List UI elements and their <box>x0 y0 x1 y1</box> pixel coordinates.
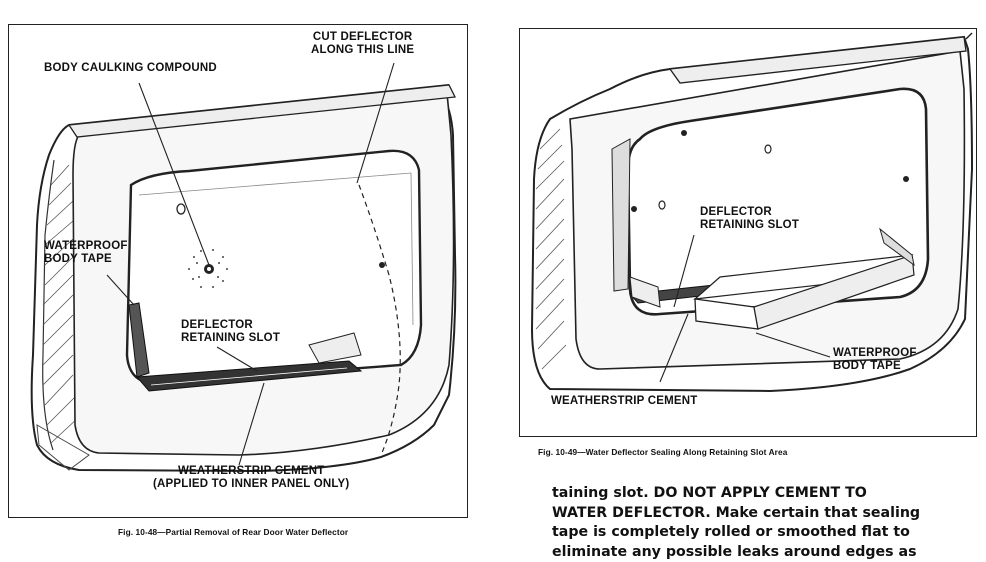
figure-10-49-caption: Fig. 10-49—Water Deflector Sealing Along… <box>538 447 787 457</box>
rear-door-illustration <box>9 25 467 517</box>
body-paragraph: taining slot. DO NOT APPLY CEMENT TO WAT… <box>552 484 948 562</box>
body-caulking-label: BODY CAULKING COMPOUND <box>44 62 217 75</box>
waterproof-tape-label: WATERPROOF BODY TAPE <box>44 240 128 266</box>
body-line: tape is completely rolled or smoothed fl… <box>552 523 948 543</box>
retaining-slot-label: DEFLECTOR RETAINING SLOT <box>181 319 280 345</box>
weatherstrip-cement-label: WEATHERSTRIP CEMENT (APPLIED TO INNER PA… <box>153 465 349 491</box>
cut-deflector-label: CUT DEFLECTOR ALONG THIS LINE <box>311 31 414 57</box>
right-retaining-slot-label: DEFLECTOR RETAINING SLOT <box>700 206 799 232</box>
figure-10-48-caption: Fig. 10-48—Partial Removal of Rear Door … <box>118 527 348 537</box>
body-line: eliminate any possible leaks around edge… <box>552 543 948 562</box>
body-line: taining slot. DO NOT APPLY CEMENT TO <box>552 484 948 504</box>
body-line: WATER DEFLECTOR. Make certain that seali… <box>552 504 948 524</box>
figure-10-48-frame: CUT DEFLECTOR ALONG THIS LINE BODY CAULK… <box>8 24 468 518</box>
door-slot-illustration <box>520 29 976 436</box>
figure-10-49-frame: DEFLECTOR RETAINING SLOT WATERPROOF BODY… <box>519 28 977 437</box>
right-weatherstrip-cement-label: WEATHERSTRIP CEMENT <box>551 395 698 408</box>
right-waterproof-tape-label: WATERPROOF BODY TAPE <box>833 347 917 373</box>
